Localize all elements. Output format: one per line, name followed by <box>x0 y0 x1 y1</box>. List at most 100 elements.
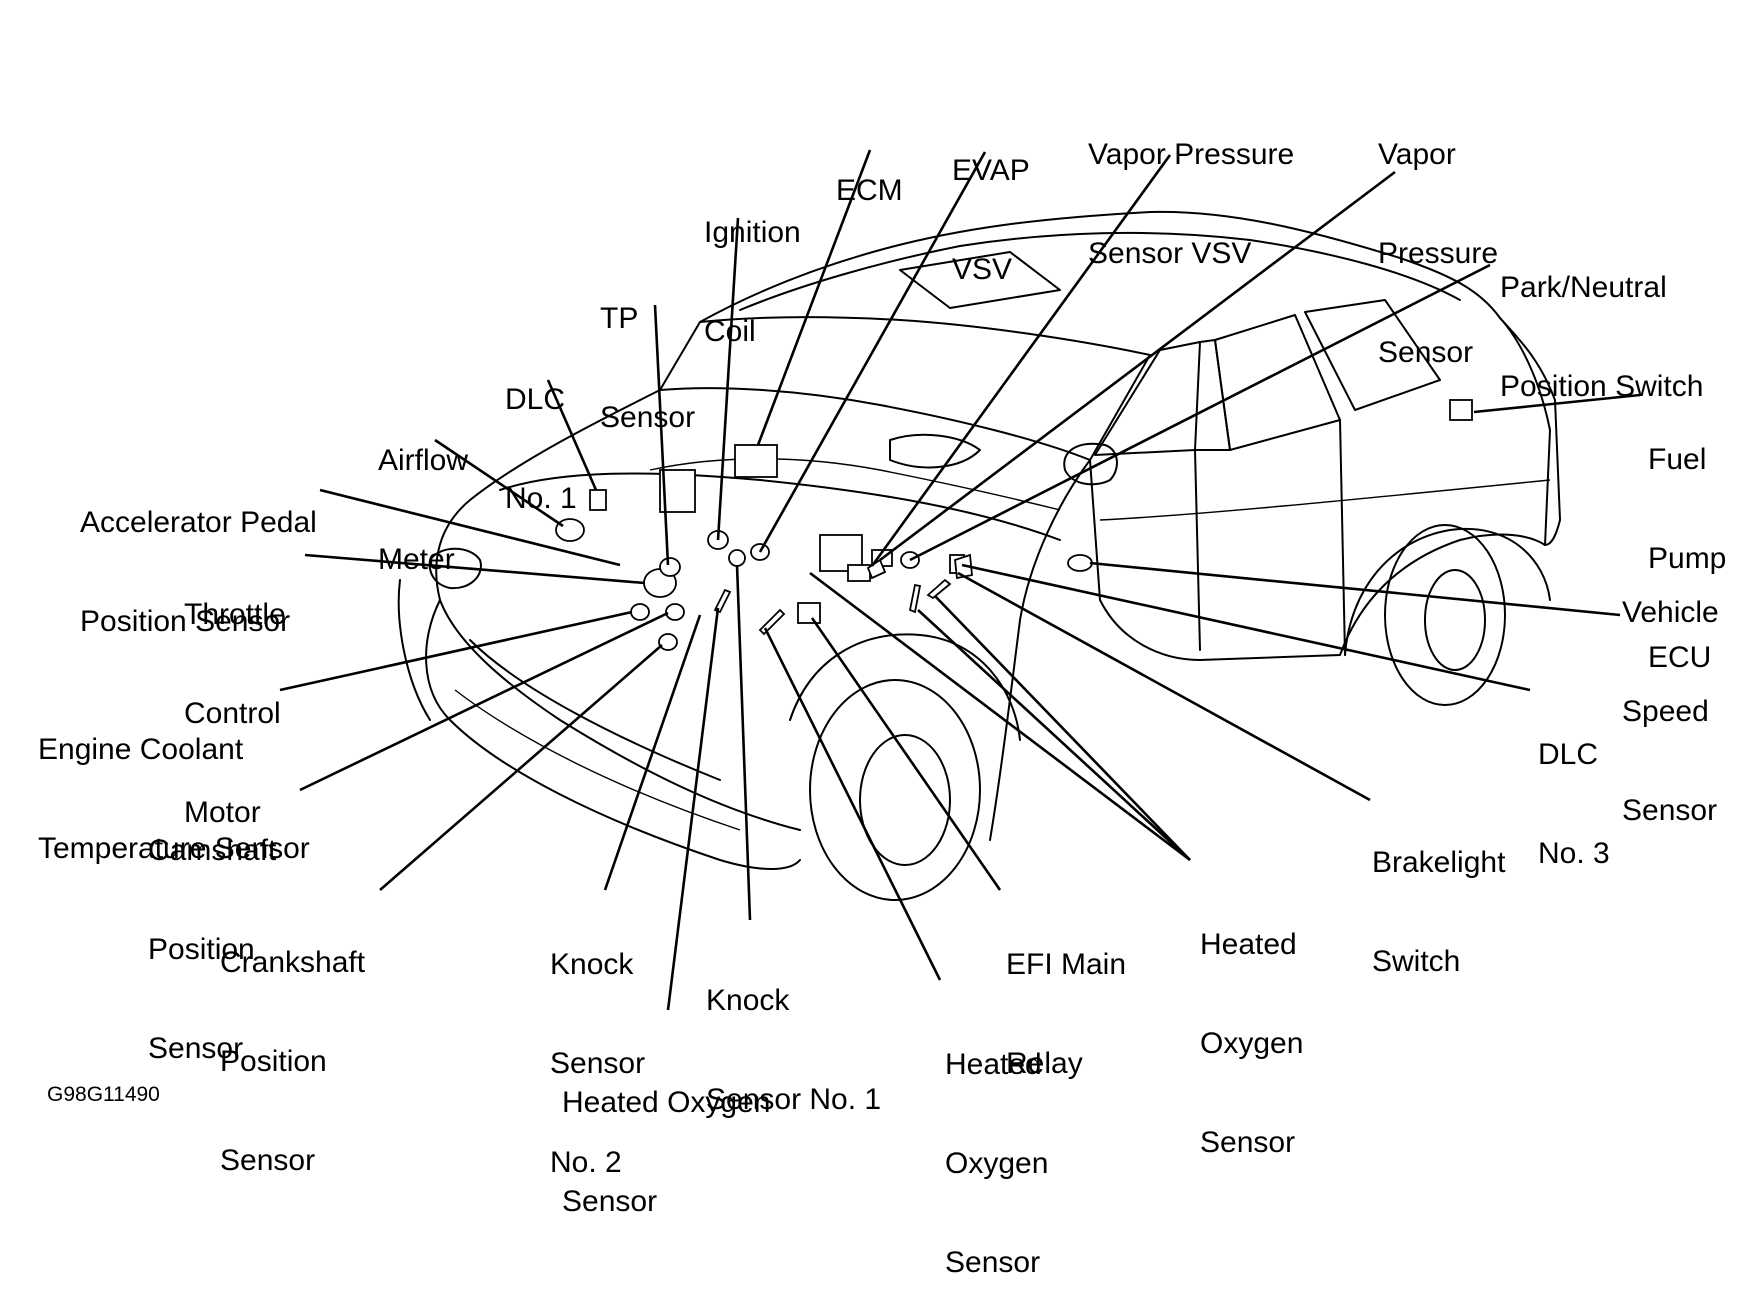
label-dlc1-line-2: No. 1 <box>505 482 577 515</box>
door-line-rear <box>1339 419 1346 656</box>
leader-park-neutral-switch <box>909 263 1491 562</box>
label-knock-sensor-1: Knock Sensor No. 1 <box>706 918 881 1149</box>
ect-sensor-body <box>630 603 650 621</box>
label-tp-sensor: TP Sensor <box>600 236 695 467</box>
cowl-line <box>649 458 1061 511</box>
label-dlc1-line-1: DLC <box>505 383 566 416</box>
tp-sensor-body <box>659 557 681 577</box>
label-crankshaft-sensor-line-3: Sensor <box>220 1144 316 1177</box>
side-mirror <box>1063 442 1118 486</box>
label-vapor-pressure-sensor-line-3: Sensor <box>1378 336 1474 369</box>
label-heated-oxygen-sensor-right-line-2: Oxygen <box>1200 1027 1304 1060</box>
front-wheel <box>809 679 981 901</box>
fender-line <box>989 459 1091 841</box>
fuel-pump-ecu-box <box>1449 399 1473 421</box>
side-trim <box>1099 479 1551 521</box>
leader-dlc1 <box>546 379 598 491</box>
label-heated-oxygen-sensor-bottom-mid-line-3: Sensor <box>945 1246 1041 1279</box>
leader-accel-pedal <box>319 488 621 567</box>
label-park-neutral-switch-line-2: Position Switch <box>1500 370 1704 403</box>
leader-knock-2 <box>603 614 702 891</box>
figure-code: G98G11490 <box>47 1083 160 1106</box>
vehicle-speed-sensor-body <box>1067 554 1093 572</box>
label-accel-pedal-sensor-line-1: Accelerator Pedal <box>80 506 317 539</box>
label-airflow-meter-line-2: Meter <box>378 543 455 576</box>
leader-fuel-pump-ecu <box>1473 393 1641 414</box>
bumper-line <box>454 689 741 831</box>
label-vehicle-speed-sensor-line-1: Vehicle <box>1622 596 1719 629</box>
label-tp-sensor-line-2: Sensor <box>600 401 696 434</box>
leader-evap-vsv <box>758 151 987 553</box>
ecm-box <box>734 444 778 478</box>
label-evap-vsv: EVAP VSV <box>952 88 1030 319</box>
label-engine-coolant-sensor-line-2: Temperature Sensor <box>38 832 310 865</box>
label-park-neutral-switch-line-1: Park/Neutral <box>1500 271 1667 304</box>
label-knock-sensor-2-line-3: No. 2 <box>550 1146 622 1179</box>
roof-inner <box>739 231 1461 311</box>
label-crankshaft-sensor-line-2: Position <box>220 1045 327 1078</box>
leader-airflow-meter <box>434 438 564 528</box>
leader-heated-o2-bottom-left <box>666 607 720 1011</box>
leader-heated-o2-right-a <box>934 595 1191 861</box>
label-heated-oxygen-sensor-bottom-mid-line-1: Heated <box>945 1048 1042 1081</box>
label-heated-oxygen-sensor-right-line-3: Sensor <box>1200 1126 1296 1159</box>
label-vapor-pressure-sensor-line-1: Vapor <box>1378 138 1456 171</box>
label-heated-oxygen-sensor-bottom-left: Heated Oxygen Sensor <box>562 1020 770 1251</box>
label-evap-vsv-line-1: EVAP <box>952 154 1030 187</box>
front-wheel-arch <box>789 633 1021 741</box>
label-throttle-control-motor-line-2: Control <box>184 697 281 730</box>
door-line-front <box>1194 449 1201 651</box>
heated-o2-right-body <box>908 583 922 614</box>
label-vapor-pressure-sensor-vsv: Vapor Pressure Sensor VSV <box>1088 72 1294 303</box>
wiper-cowl <box>889 433 981 469</box>
label-tp-sensor-line-1: TP <box>600 302 639 335</box>
label-heated-oxygen-sensor-bottom-left-line-2: Sensor <box>562 1185 658 1218</box>
label-evap-vsv-line-2: VSV <box>952 253 1013 286</box>
label-ecm-line-1: ECM <box>836 174 903 207</box>
rear-wheel-hub <box>1424 569 1486 671</box>
label-park-neutral-switch: Park/Neutral Position Switch <box>1500 205 1703 436</box>
label-brakelight-switch: Brakelight Switch <box>1372 780 1505 1011</box>
label-ecm: ECM <box>836 108 903 240</box>
label-vehicle-speed-sensor: Vehicle Speed Sensor <box>1622 530 1719 860</box>
rear-wheel-arch <box>1344 527 1551 656</box>
label-ignition-coil: Ignition Coil <box>704 150 801 381</box>
leader-vapor-pressure-sensor <box>879 170 1396 562</box>
label-brakelight-switch-line-2: Switch <box>1372 945 1461 978</box>
label-efi-main-relay-line-1: EFI Main <box>1006 948 1127 981</box>
vehicle-component-location-diagram <box>279 149 1641 1011</box>
leader-lines <box>279 149 1641 1011</box>
dlc1-connector <box>589 489 607 511</box>
cam-sensor-body <box>665 603 685 621</box>
leader-heated-o2-right-c <box>809 571 1191 862</box>
label-engine-coolant-sensor-line-1: Engine Coolant <box>38 733 244 766</box>
label-fuel-pump-ecu-line-3: ECU <box>1648 641 1712 674</box>
label-throttle-control-motor-line-3: Motor <box>184 796 261 829</box>
leader-heated-o2-bottom-mid <box>763 627 942 981</box>
vehicle-outline <box>397 210 1561 901</box>
label-camshaft-sensor-line-3: Sensor <box>148 1032 244 1065</box>
vacuum-vsv <box>847 564 871 582</box>
front-corner <box>397 579 431 721</box>
label-vapor-pressure-sensor: Vapor Pressure Sensor <box>1378 72 1498 402</box>
leader-vehicle-speed-sensor <box>1089 561 1621 617</box>
label-airflow-meter: Airflow Meter <box>378 378 468 609</box>
label-knock-sensor-2-line-2: Sensor <box>550 1047 646 1080</box>
front-wheel-hub <box>859 734 951 866</box>
heated-o2-right2-body <box>926 578 952 600</box>
front-bumper <box>425 599 801 870</box>
label-airflow-meter-line-1: Airflow <box>378 444 469 477</box>
headlight <box>428 547 482 590</box>
label-heated-oxygen-sensor-bottom-mid-line-2: Oxygen <box>945 1147 1049 1180</box>
rear-side-window <box>1214 314 1341 451</box>
label-dlc3: DLC No. 3 <box>1538 672 1610 903</box>
knock-sensor-1-body <box>728 549 746 567</box>
label-accel-pedal-sensor-line-2: Position Sensor <box>80 605 291 638</box>
label-dlc1: DLC No. 1 <box>505 317 577 548</box>
label-crankshaft-sensor: Crankshaft Position Sensor <box>220 880 365 1210</box>
leader-brakelight <box>957 571 1371 802</box>
roof <box>699 210 1501 323</box>
label-camshaft-sensor-line-1: Camshaft <box>148 834 277 867</box>
label-fuel-pump-ecu-line-2: Pump <box>1648 542 1727 575</box>
leader-tp-sensor <box>653 304 670 566</box>
